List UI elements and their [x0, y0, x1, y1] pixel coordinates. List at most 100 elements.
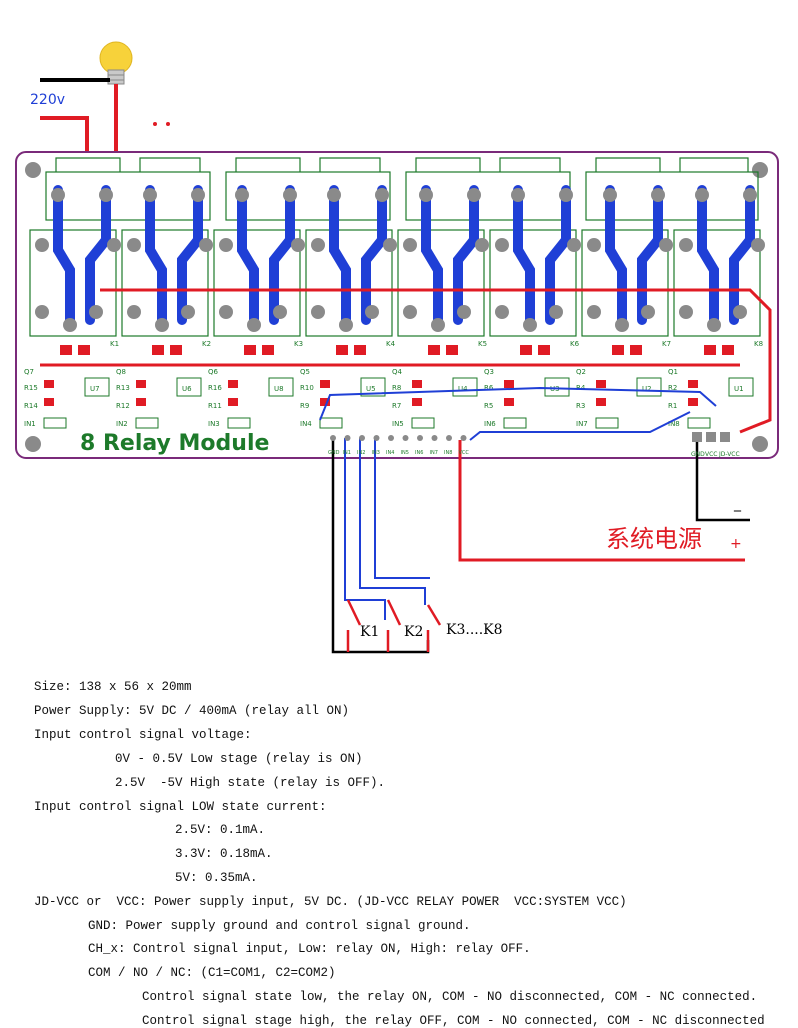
- smd-pad: [688, 380, 698, 388]
- header-pin: [446, 435, 452, 441]
- header-pin: [402, 435, 409, 441]
- resistor-label: R11: [208, 402, 222, 410]
- solder-pad: [143, 188, 157, 202]
- solder-pad: [559, 188, 573, 202]
- relay-body: [29, 229, 117, 337]
- smd-pad: [152, 345, 164, 355]
- spec-low-stage: 0V - 0.5V Low stage (relay is ON): [115, 752, 363, 766]
- spec-power-supply: Power Supply: 5V DC / 400mA (relay all O…: [34, 704, 350, 718]
- solder-pad: [127, 238, 141, 252]
- board-title: 8 Relay Module: [80, 431, 269, 456]
- solder-pad: [291, 238, 305, 252]
- chip-outline: [544, 377, 570, 397]
- switch-label-k3-k8: K3....K8: [446, 622, 503, 638]
- transistor-label: Q8: [116, 368, 126, 376]
- smd-pad: [412, 398, 422, 406]
- solder-pad: [107, 238, 121, 252]
- solder-pad: [567, 238, 581, 252]
- resistor-label: R1: [668, 402, 677, 410]
- smd-pad: [704, 345, 716, 355]
- solder-pad: [743, 188, 757, 202]
- header-pin-label: IN6: [415, 450, 423, 456]
- transistor-label: Q6: [208, 368, 219, 376]
- solder-pad: [199, 238, 213, 252]
- solder-pad: [219, 238, 233, 252]
- spec-size: Size: 138 x 56 x 20mm: [34, 680, 192, 694]
- smd-pad: [722, 345, 734, 355]
- relay-label: K1: [110, 340, 119, 348]
- chip-outline: [452, 377, 478, 397]
- solder-pad: [219, 305, 233, 319]
- header-pin-label: IN4: [386, 450, 394, 456]
- relay-body: [397, 229, 485, 337]
- relay-label: K6: [570, 340, 580, 348]
- chip-outline: [728, 377, 754, 397]
- header-pin-label: IN3: [372, 450, 380, 456]
- smd-pad: [227, 417, 251, 429]
- solder-pad: [247, 318, 261, 332]
- smd-pad: [428, 345, 440, 355]
- smd-pad: [688, 398, 698, 406]
- solder-pad: [587, 305, 601, 319]
- solder-pad: [679, 305, 693, 319]
- spec-current-3v3: 3.3V: 0.18mA.: [175, 847, 273, 861]
- chip-label: U1: [734, 385, 744, 393]
- chip-label: U8: [274, 385, 284, 393]
- header-pin-label: IN2: [357, 450, 365, 456]
- minus-sign: _: [733, 496, 742, 512]
- solder-pad: [733, 305, 747, 319]
- plus-sign: +: [730, 536, 742, 552]
- light-bulb-icon: [99, 41, 133, 85]
- chip-label: U2: [642, 385, 652, 393]
- spec-control-high: Control signal stage high, the relay OFF…: [142, 1014, 765, 1028]
- solder-pad: [311, 238, 325, 252]
- switch-label-k2: K2: [404, 624, 423, 640]
- solder-pad: [403, 305, 417, 319]
- power-pin-label: GND: [691, 451, 705, 458]
- solder-pad: [327, 188, 341, 202]
- input-label: IN6: [484, 420, 496, 428]
- power-pin: [692, 432, 702, 442]
- smd-pad: [687, 417, 711, 429]
- smd-pad: [446, 345, 458, 355]
- relay-label: K4: [386, 340, 396, 348]
- specifications: Size: 138 x 56 x 20mm Power Supply: 5V D…: [0, 672, 798, 1028]
- solder-pad: [659, 238, 673, 252]
- smd-pad: [596, 380, 606, 388]
- smd-pad: [320, 380, 330, 388]
- header-pin-label: IN1: [343, 450, 351, 456]
- chip-label: U6: [182, 385, 192, 393]
- solder-pad: [695, 188, 709, 202]
- smd-pad: [538, 345, 550, 355]
- input-label: IN1: [24, 420, 36, 428]
- solder-pad: [127, 305, 141, 319]
- input-label: IN4: [300, 420, 312, 428]
- header-pin: [359, 435, 365, 441]
- relay-board: [15, 151, 779, 459]
- header-pin-label: GND: [328, 450, 340, 456]
- spec-jd-vcc: JD-VCC or VCC: Power supply input, 5V DC…: [34, 895, 627, 909]
- solder-pad: [35, 305, 49, 319]
- input-label: IN5: [392, 420, 404, 428]
- header-pin: [417, 435, 423, 441]
- relay-trace: [329, 185, 351, 325]
- relay-module-diagram: 220v K1Q7U7R15R14IN1K2Q8U6R13R12IN2K3Q6U…: [15, 41, 779, 654]
- solder-pad: [235, 188, 249, 202]
- resistor-label: R13: [116, 384, 130, 392]
- relay-body: [673, 229, 761, 337]
- resistor-label: R9: [300, 402, 309, 410]
- input-label: IN8: [668, 420, 680, 428]
- smd-pad: [135, 417, 159, 429]
- voltage-label: 220v: [30, 92, 65, 108]
- relay-trace: [697, 185, 719, 325]
- solder-pad: [475, 238, 489, 252]
- blue-traces: [319, 386, 717, 620]
- solder-pad: [511, 188, 525, 202]
- relay-trace: [145, 185, 167, 325]
- smd-pad: [136, 398, 146, 406]
- solder-pad: [467, 188, 481, 202]
- solder-pad: [51, 188, 65, 202]
